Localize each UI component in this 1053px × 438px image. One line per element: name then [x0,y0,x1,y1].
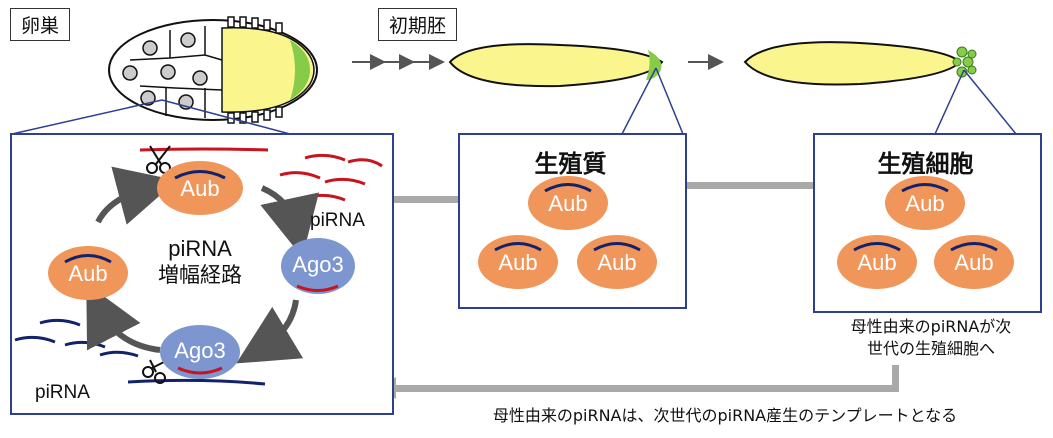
pirna-red-label: piRNA [310,210,365,231]
early-embryo-label: 初期胚 [378,8,458,41]
later-embryo [743,41,1017,135]
germ-plasm-aub-1 [528,176,608,230]
aub-top-label: Aub [180,176,219,201]
ago3-bottom-label: Ago3 [174,338,225,363]
ago3-bottom [160,325,240,379]
germ-cells-note-line1: 母性由来のpiRNAが次 [850,317,1012,336]
germ-cells-aub-3 [934,235,1014,289]
ovary-egg-chamber [108,16,318,124]
germ-cells-aub-2 [837,235,917,289]
cycle-arrows [86,166,320,364]
zoom-lines-ovary [11,99,291,135]
germ-plasm-aub-label-3: Aub [597,250,636,275]
target-rna-bottom [127,378,266,386]
germ-cells-aub-label-1: Aub [905,191,944,216]
pirna-red-fragments [279,153,383,202]
aub-top [157,161,243,215]
germ-plasm-aub-label-2: Aub [498,250,537,275]
aub-left-label: Aub [68,261,107,286]
ovary-label: 卵巣 [10,8,71,41]
germ-cells-title: 生殖細胞 [877,150,974,178]
germ-plasm-aub-3 [577,235,657,289]
ago3-right [281,238,355,294]
germ-cells-aub-label-2: Aub [857,250,896,275]
cycle-center-line1: piRNA [168,236,232,261]
cycle-center-line2: 増幅経路 [158,263,242,287]
germ-cells-note: 母性由来のpiRNAが次 世代の生殖細胞へ [826,316,1036,360]
germ-cells-aub-1 [885,176,965,230]
germ-cells-note-line2: 世代の生殖細胞へ [866,339,995,358]
early-embryo [448,43,684,135]
germ-cells-aub-label-3: Aub [954,250,993,275]
ago3-right-label: Ago3 [292,252,343,277]
pirna-blue-label: piRNA [35,382,90,403]
germ-plasm-title: 生殖質 [534,150,607,178]
aub-left [48,246,128,300]
target-rna-top [139,147,269,152]
germ-plasm-aub-label-1: Aub [548,191,587,216]
germ-plasm-aub-2 [478,235,558,289]
germ-cells-panel [813,133,1042,313]
bottom-caption: 母性由来のpiRNAは、次世代のpiRNA産生のテンプレートとなる [492,406,958,425]
